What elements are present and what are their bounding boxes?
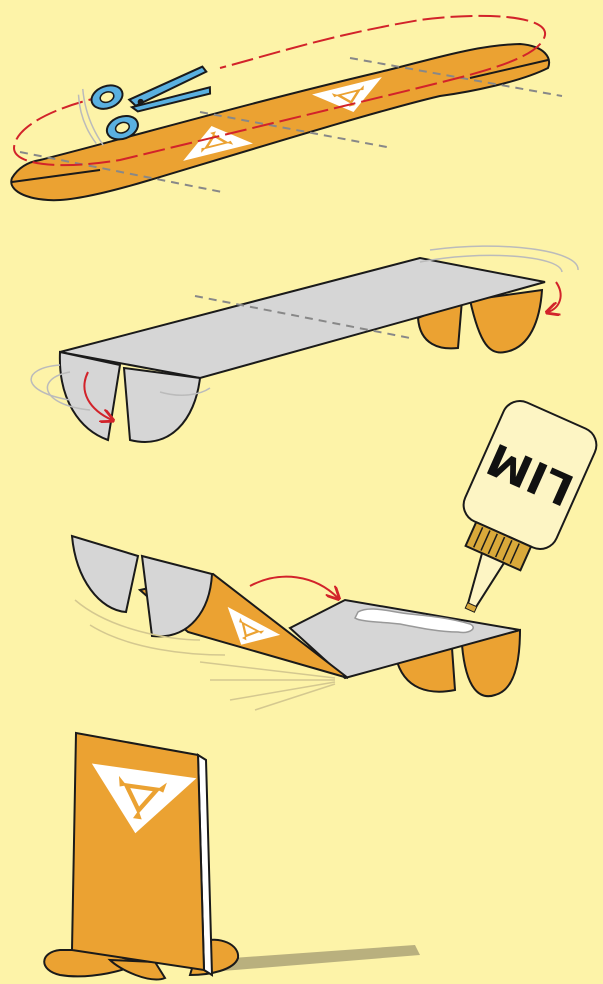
step-stand [44, 733, 420, 979]
step-fold [31, 246, 578, 442]
flap-left [72, 536, 138, 612]
flap-left [60, 352, 120, 440]
grey-strip [60, 258, 545, 378]
fold-arrow-icon [548, 282, 561, 312]
standing-sign-icon [72, 733, 204, 970]
step-cut [11, 16, 562, 200]
fold-over-arrow [250, 577, 338, 598]
flap-left [124, 368, 200, 442]
glue-bottle-icon: LIM [424, 395, 602, 630]
